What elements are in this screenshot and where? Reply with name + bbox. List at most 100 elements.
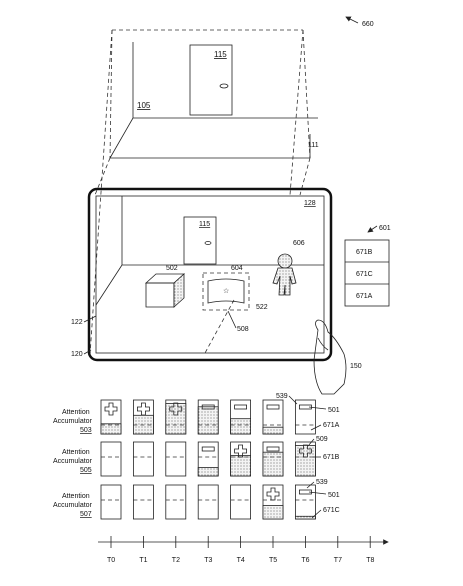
state-stack — [344, 239, 390, 307]
accumulator-fill — [197, 467, 219, 477]
state-671A: 671A — [356, 293, 373, 300]
bar-icon — [266, 446, 280, 452]
accumulator-cell — [230, 399, 252, 435]
svg-text:503: 503 — [80, 427, 92, 434]
avatar-label-606: 606 — [293, 240, 305, 247]
svg-text:Attention: Attention — [62, 493, 90, 500]
time-label: T1 — [139, 557, 147, 564]
screen-door — [183, 216, 217, 265]
time-label: T0 — [107, 557, 115, 564]
accumulator-cell — [197, 484, 219, 520]
plus-icon — [234, 444, 247, 458]
time-label: T5 — [269, 557, 277, 564]
tablet-device — [87, 187, 333, 362]
accumulator-cell — [132, 399, 154, 435]
svg-text:Attention: Attention — [62, 409, 90, 416]
floor-label-111: 111 — [308, 142, 319, 149]
accumulator-cell — [230, 441, 252, 477]
bar-icon — [201, 404, 215, 410]
accumulator-fill — [262, 504, 284, 520]
accumulator-row-507 — [100, 484, 316, 520]
accumulator-cell — [165, 399, 187, 435]
accumulator-cell — [262, 441, 284, 477]
bar-icon — [201, 446, 215, 452]
hand-label-150: 150 — [350, 363, 362, 370]
callout-539-top: 539 — [276, 393, 288, 400]
accumulator-507-title: Attention Accumulator 507 — [53, 493, 93, 518]
accumulator-cell — [262, 399, 284, 435]
cube-label-502: 502 — [166, 265, 178, 272]
display-label-128: 128 — [304, 200, 316, 207]
callout-501-top: 501 — [328, 407, 340, 414]
callout-539-bottom: 539 — [316, 479, 328, 486]
star-icon: ☆ — [223, 287, 229, 295]
accumulator-fill — [230, 418, 252, 435]
plus-icon — [266, 487, 280, 501]
callout-671B: 671B — [323, 454, 340, 461]
accumulator-fill — [230, 455, 252, 477]
time-label: T2 — [172, 557, 180, 564]
callout-509: 509 — [316, 436, 328, 443]
svg-text:Accumulator: Accumulator — [53, 502, 93, 509]
accumulator-cell — [230, 484, 252, 520]
accumulator-fill — [294, 515, 316, 520]
accumulator-cell — [294, 441, 316, 477]
device-label-120: 120 — [71, 351, 83, 358]
callout-501-bottom: 501 — [328, 492, 340, 499]
screen-door-handle — [204, 241, 212, 245]
state-671C: 671C — [356, 271, 373, 278]
accumulator-505-title: Attention Accumulator 505 — [53, 449, 93, 474]
state-671B: 671B — [356, 249, 373, 256]
accumulator-row-505 — [100, 441, 316, 477]
border-label-122: 122 — [71, 319, 83, 326]
virtual-cube — [144, 273, 186, 308]
figure-label-660: 660 — [362, 21, 374, 28]
time-label: T6 — [301, 557, 309, 564]
time-label: T3 — [204, 557, 212, 564]
accumulator-cell — [197, 399, 219, 435]
room-label-105: 105 — [137, 101, 151, 110]
svg-text:Accumulator: Accumulator — [53, 458, 93, 465]
door-handle — [219, 83, 229, 89]
object-label-604: 604 — [231, 265, 243, 272]
selection-box — [202, 272, 250, 311]
svg-text:Accumulator: Accumulator — [53, 418, 93, 425]
svg-text:Attention: Attention — [62, 449, 90, 456]
accumulator-fill — [197, 406, 219, 435]
plus-icon — [169, 402, 183, 416]
bar-icon — [234, 404, 248, 410]
accumulator-fill — [262, 451, 284, 477]
system-label-601: 601 — [379, 225, 391, 232]
accumulator-cell — [294, 484, 316, 520]
accumulator-cell — [165, 484, 187, 520]
bar-icon — [266, 404, 280, 410]
accumulator-row-503 — [100, 399, 316, 435]
virtual-screen — [207, 278, 245, 304]
tablet-screen — [95, 195, 325, 354]
time-label: T7 — [334, 557, 342, 564]
ref-label-508: 508 — [237, 326, 249, 333]
plus-icon — [299, 444, 312, 458]
avatar-figure — [272, 253, 297, 296]
time-label: T4 — [237, 557, 245, 564]
accumulator-cell — [100, 484, 122, 520]
accumulator-503-title: Attention Accumulator 503 — [53, 409, 93, 434]
accumulator-cell — [197, 441, 219, 477]
svg-text:507: 507 — [80, 511, 92, 518]
screen-door-label-115: 115 — [199, 221, 210, 228]
physical-room — [89, 29, 318, 356]
arrow-660 — [345, 16, 359, 24]
accumulator-cell — [132, 484, 154, 520]
accumulator-fill — [100, 423, 122, 435]
accumulator-fill — [294, 444, 316, 477]
accumulator-cell — [100, 399, 122, 435]
accumulator-cell — [165, 441, 187, 477]
callout-671C: 671C — [323, 507, 340, 514]
physical-door — [189, 44, 233, 116]
accumulator-fill — [262, 426, 284, 435]
accumulator-cell — [132, 441, 154, 477]
plus-icon — [104, 402, 118, 416]
svg-text:505: 505 — [80, 467, 92, 474]
